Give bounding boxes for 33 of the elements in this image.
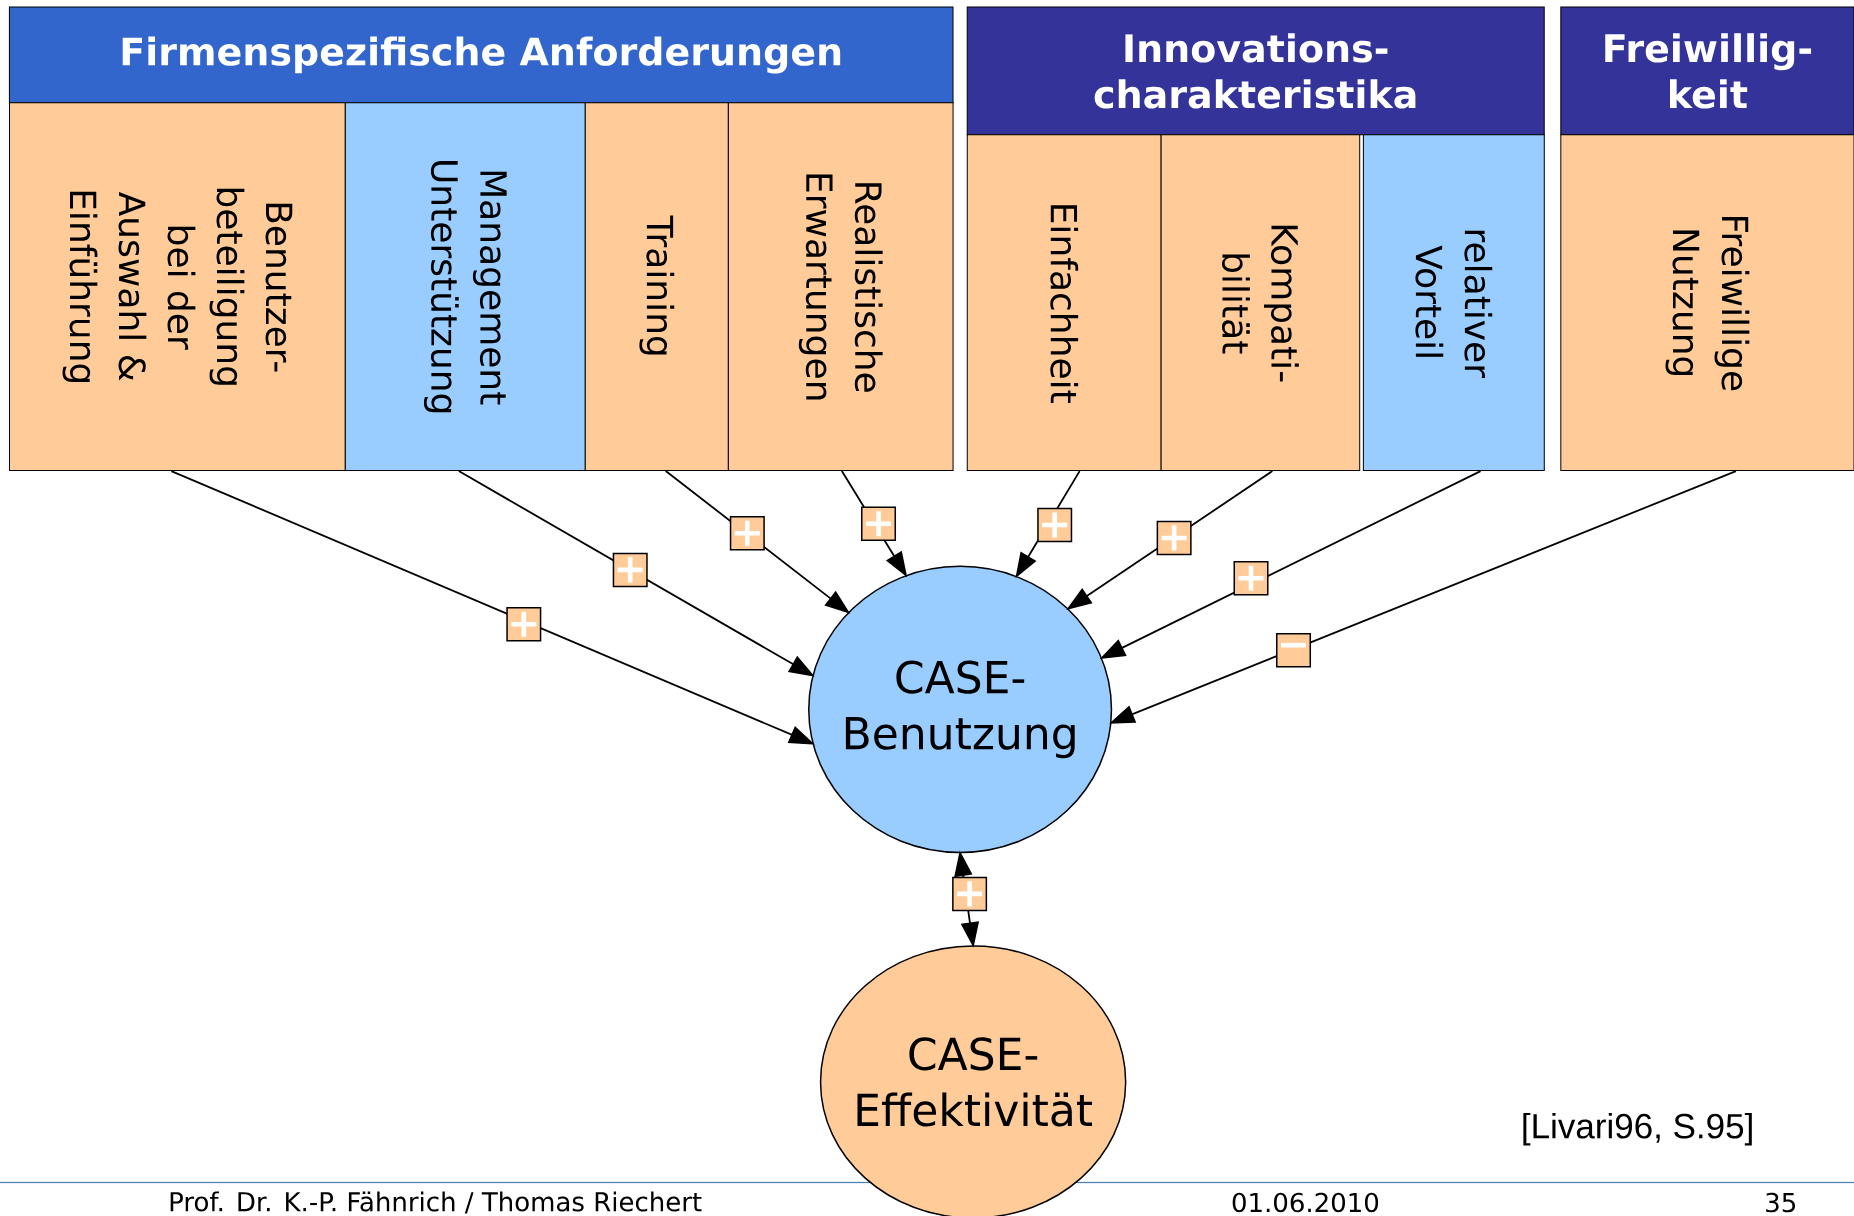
sign-label: +: [506, 607, 542, 642]
arrow: [1110, 470, 1737, 724]
factor-box: Kompati- bilität: [1160, 134, 1361, 472]
sign-label: +: [1233, 560, 1269, 596]
factor-box: Realistische Erwartungen: [727, 102, 954, 472]
sign-label: +: [861, 506, 896, 542]
header-box: Freiwillig- keit: [1560, 6, 1854, 136]
arrow: [1067, 470, 1274, 610]
factor-box: relativer Vorteil: [1362, 134, 1545, 472]
header-box: Innovations- charakteristika: [966, 6, 1545, 136]
header-box: Firmenspezifische Anforderungen: [8, 6, 954, 104]
citation: [Livari96, S.95]: [1523, 1112, 1752, 1146]
sign-label: +: [729, 516, 765, 551]
footer-text: 01.06.2010: [1232, 1192, 1379, 1213]
footer-text: 35: [1766, 1192, 1795, 1213]
arrow: [664, 470, 850, 613]
arrow: [457, 470, 814, 677]
factor-box: Management Unterstützung: [344, 102, 586, 472]
arrow: [840, 470, 907, 576]
factor-box: Einfachheit: [966, 134, 1162, 472]
arrow: [1101, 470, 1482, 659]
sign-label: +: [952, 876, 988, 912]
footer-text: Prof. Dr. K.-P. Fähnrich / Thomas Riechert: [170, 1191, 702, 1214]
sign-label: +: [612, 552, 648, 588]
sign-label: +: [1037, 507, 1073, 543]
factor-box: Benutzer- beteiligung bei der Auswahl & Einführung: [9, 102, 346, 472]
sign-label: −: [1276, 633, 1311, 668]
arrow: [954, 852, 979, 947]
factor-box: Freiwillige Nutzung: [1560, 134, 1854, 472]
arrow: [1015, 470, 1081, 577]
factor-box: Training: [584, 102, 729, 472]
arrow: [170, 470, 814, 745]
sign-label: +: [1156, 520, 1192, 556]
